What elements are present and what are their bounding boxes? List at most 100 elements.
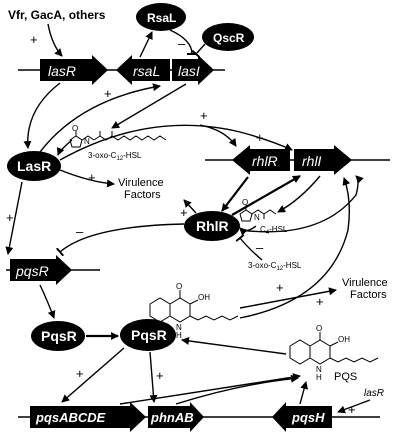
gene-pqsABCDE-label: pqsABCDE [35,410,106,425]
svg-text:OH: OH [338,335,350,344]
PQS-to-PqsR-arrow [181,336,287,355]
svg-text:N: N [254,213,260,222]
protein-LasR-label: LasR [17,158,51,174]
RhlR-to-rhlI-loop [239,175,364,233]
sign-plus-rhl-2: + [256,130,264,145]
protein-RhlR-label: RhlR [196,218,229,234]
gene-pqsR-label: pqsR [15,263,49,279]
protein-QscR-label: QscR [213,31,245,45]
regulators-arrow [47,23,63,57]
signal-PQS: PQS [334,371,357,383]
sign-plus-pqsr: + [6,210,14,225]
sign-plus-regulators: + [30,32,38,47]
lasR-to-LasR-arrow [23,82,61,149]
gene-phnAB-arrow [148,402,204,432]
protein-PqsR-left [31,321,85,351]
gene-lasR-label: lasR [48,63,76,79]
svg-text:O: O [242,198,248,207]
PqsR-activates-pqsABCDE [61,347,125,403]
sign-minus-rhlr: – [256,240,264,255]
pqsA-to-PQS-arrow [119,373,301,405]
rhlR-to-RhlR-arrow [221,176,249,212]
gene-rhlI-label: rhlI [302,153,322,169]
svg-text:N: N [176,323,182,332]
svg-text:H: H [176,331,182,340]
HSL-to-LasR-arrow [56,139,73,156]
regulators-label: Vfr, GacA, others [8,8,106,22]
c4-hsl-molecule: N O [239,198,277,222]
svg-text:O: O [316,324,322,333]
gene-pqsH-arrow [272,402,332,432]
lasR-activates-pqsH [337,399,371,414]
gene-lasR-arrow [40,55,108,85]
svg-text:OH: OH [198,293,210,302]
svg-text:O: O [72,124,78,133]
LasR-activates-rhl [59,124,293,161]
signal-oxo-c12-hsl-2: 3-oxo-C12-HSL [248,261,302,272]
phnAB-to-PQS-arrow [175,374,299,405]
pqsR-to-PqsR-arrow [39,284,56,319]
PqsR-activates-phnAB [149,351,158,403]
sign-plus-vf1b: + [180,205,188,220]
gene-pqsABCDE-arrow [30,402,146,432]
virulence-factors-1b: Factors [124,189,161,201]
protein-RsaL-label: RsaL [147,11,176,25]
LasR-activates-lasI [39,83,161,153]
virulence-factors-1: Virulence [118,177,164,189]
gene-rhlR-arrow [232,145,290,175]
sign-minus-pqsr: – [76,224,84,239]
pqsH-to-PQS-arrow [299,381,309,405]
gene-phnAB-label: phnAB [150,410,194,425]
QscR-inhibits-lasI [191,43,206,59]
lasI-to-HSL-arrow [111,83,187,129]
LasR-activates-pqsR [5,181,23,255]
protein-PqsR-center-label: PqsR [131,327,167,343]
gene-pqsR-arrow [10,255,72,285]
sign-plus-rhl-pqs: + [316,294,324,309]
sign-plus-lasr-top: + [104,86,112,101]
sign-minus-qscr: – [178,36,186,51]
RhlR-to-virulence-1 [183,199,197,214]
sign-plus-vf2: + [276,280,284,295]
svg-text:H: H [316,373,322,382]
sign-plus-phn: + [156,368,164,383]
signal-c4-hsl: C4-HSL [260,225,288,236]
protein-LasR [7,151,61,181]
protein-PqsR-left-label: PqsR [41,328,77,344]
gene-rsaL-arrow [116,55,170,85]
sign-plus-pqsA: + [76,366,84,381]
LasR-activates-rhlR [199,124,237,147]
gene-rsaL-label: rsaL [133,63,160,79]
protein-QscR [202,23,254,51]
svg-text:O: O [176,282,182,291]
pqs-bound-molecule: O OH N H [149,282,239,340]
pqs-free-molecule: O OH N H [289,324,379,382]
gene-rhlR-label: rhlR [252,153,278,169]
RhlR-activates-rhlI [231,175,301,216]
virulence-factors-2b: Factors [350,289,387,301]
sign-plus-pqsh: + [348,402,356,417]
protein-RhlR [184,211,240,241]
gene-lasI-arrow [172,55,214,85]
RhlR-inhibits-pqsR [55,223,185,257]
protein-RsaL [136,3,186,31]
gene-lasR-small: lasR [364,388,384,399]
gene-rhlI-arrow [294,145,352,175]
PqsR-activates-rhlI [239,177,351,319]
protein-PqsR-center [120,319,176,351]
gene-pqsH-label: pqsH [291,410,325,425]
sign-plus-vf1: + [88,170,96,185]
PqsR-to-virulence-2 [239,287,337,309]
rhlI-to-C4HSL-arrow [277,175,321,213]
rsaL-to-RsaL-arrow [139,31,153,58]
svg-text:N: N [316,365,322,374]
svg-text:N: N [84,137,90,146]
virulence-factors-2: Virulence [342,277,388,289]
signal-oxo-c12-hsl-1: 3-oxo-C12-HSL [88,151,142,162]
LasR-to-virulence-1 [59,169,115,188]
sign-plus-rhl: + [200,108,208,123]
oxo-inhibits-RhlR [235,234,263,261]
gene-lasI-label: lasI [178,63,200,79]
